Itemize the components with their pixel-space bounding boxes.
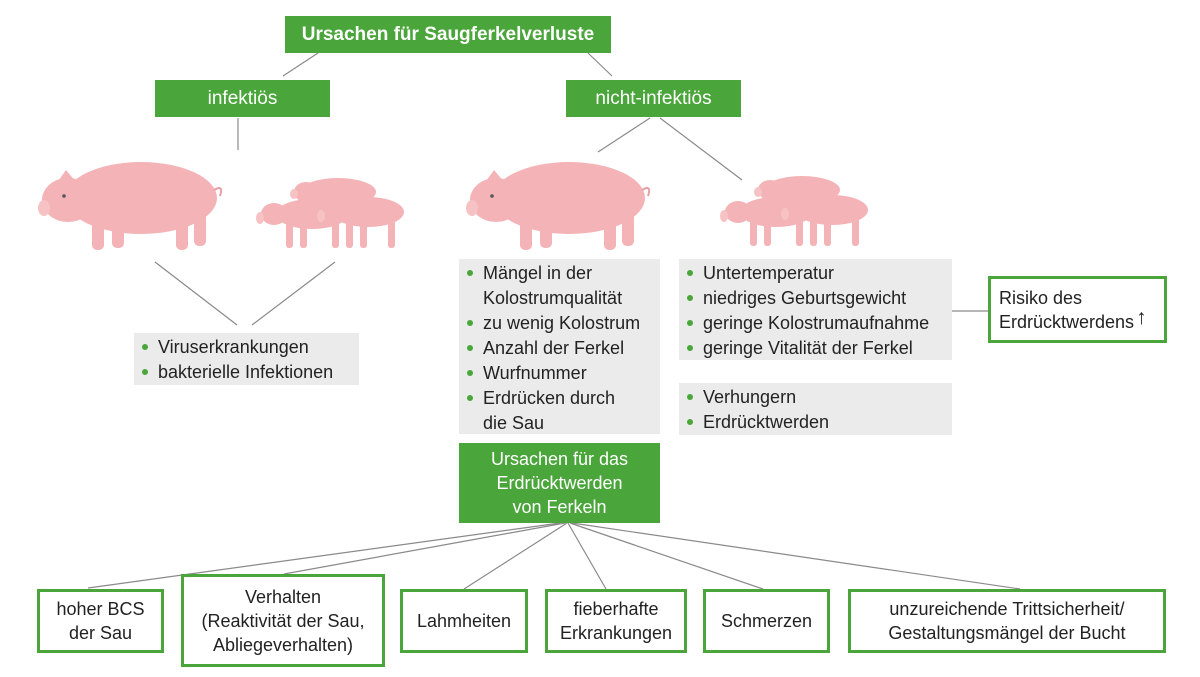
category-infectious: infektiös: [155, 80, 330, 117]
list-item: Wurfnummer: [467, 361, 652, 386]
list-item: Verhungern: [687, 385, 944, 410]
list-item: Untertemperatur: [687, 261, 944, 286]
piglet-causes-list: Untertemperatur niedriges Geburtsgewicht…: [679, 259, 952, 360]
infectious-causes-list: Viruserkrankungen bakterielle Infektione…: [134, 333, 359, 385]
piglets-icon: [720, 176, 868, 246]
risk-text: Risiko des Erdrücktwerdens: [999, 287, 1135, 332]
cause-box-behaviour: Verhalten (Reaktivität der Sau, Abliegev…: [181, 574, 385, 667]
category-non-infectious: nicht-infektiös: [566, 80, 741, 117]
cause-box-footing: unzureichende Trittsicherheit/ Gestaltun…: [848, 589, 1166, 653]
list-item: Erdrücken durch die Sau: [467, 386, 652, 436]
list-item: geringe Vitalität der Ferkel: [687, 336, 944, 361]
crush-causes-heading: Ursachen für das Erdrücktwerden von Ferk…: [459, 443, 660, 523]
arrow-up-icon: ↑: [1136, 306, 1147, 329]
sow-causes-list: Mängel in der Kolostrumqualität zu wenig…: [459, 259, 660, 434]
diagram-title: Ursachen für Saugferkelverluste: [285, 16, 611, 53]
piglets-icon: [256, 178, 404, 248]
cause-box-lameness: Lahmheiten: [400, 589, 528, 653]
list-item: Erdrücktwerden: [687, 410, 944, 435]
sow-icon: [466, 162, 651, 250]
risk-box: Risiko des Erdrücktwerdens↑: [988, 276, 1167, 343]
list-item: Viruserkrankungen: [142, 335, 351, 360]
cause-box-fever: fieberhafte Erkrankungen: [545, 589, 687, 653]
list-item: bakterielle Infektionen: [142, 360, 351, 385]
sow-icon: [38, 162, 223, 250]
list-item: zu wenig Kolostrum: [467, 311, 652, 336]
outcome-list: Verhungern Erdrücktwerden: [679, 383, 952, 435]
cause-box-bcs: hoher BCS der Sau: [37, 589, 164, 653]
list-item: niedriges Geburtsgewicht: [687, 286, 944, 311]
list-item: geringe Kolostrumaufnahme: [687, 311, 944, 336]
cause-box-pain: Schmerzen: [703, 589, 830, 653]
list-item: Anzahl der Ferkel: [467, 336, 652, 361]
list-item: Mängel in der Kolostrumqualität: [467, 261, 652, 311]
